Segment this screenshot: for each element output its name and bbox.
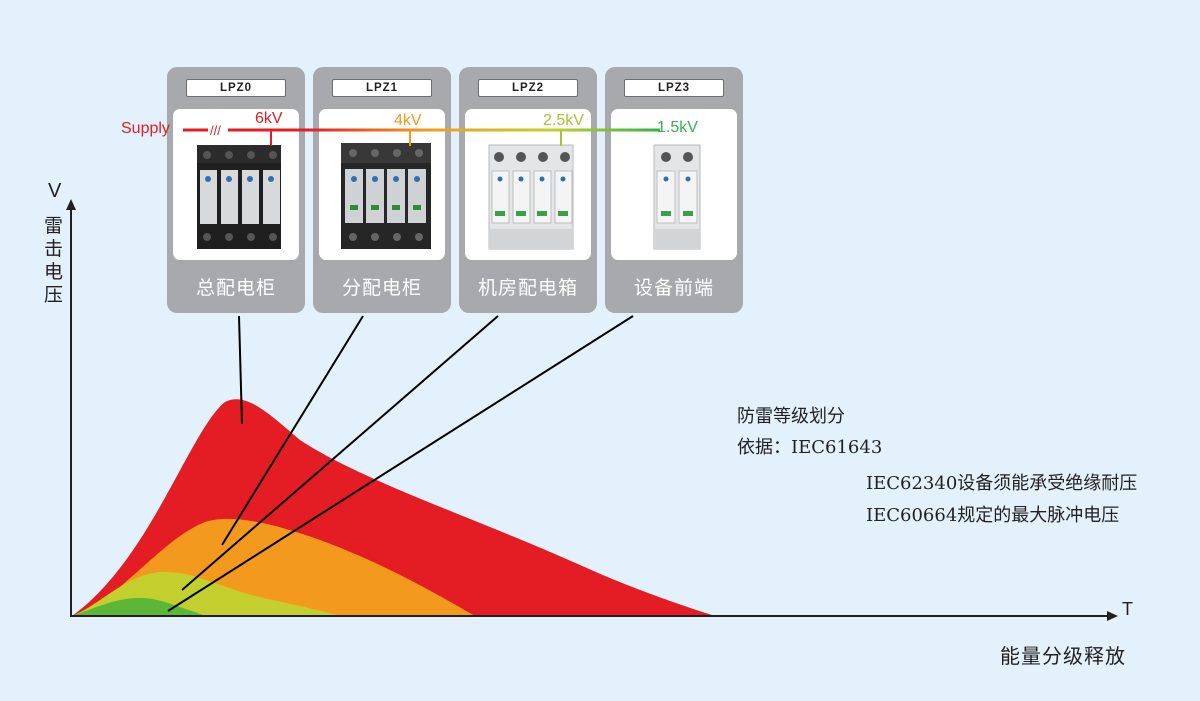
panel-lpz2: LPZ2 机房配电箱 [459,67,597,313]
panel-lpz3: LPZ3 设备前端 [605,67,743,313]
spd-4pole-grey-device [488,144,574,250]
panel-lpz0: LPZ0 总配电柜 [167,67,305,313]
zone-tag: LPZ0 [186,79,286,97]
voltage-label-lpz1: 4kV [394,112,422,129]
zone-tag: LPZ1 [332,79,432,97]
supply-line: /// [183,123,660,146]
device-window [319,109,445,260]
panel-location-label: 总配电柜 [195,277,276,299]
x-axis-arrow [1107,611,1118,621]
zone-tag: LPZ2 [478,79,578,97]
voltage-label-lpz3: 1.5kV [657,119,698,136]
notes-title: 防雷等级划分 [737,406,845,427]
notes-basis: 依据：IEC61643 [737,437,883,458]
spd-2pole-grey-device [653,144,701,250]
panel-location-label: 机房配电箱 [477,277,578,299]
voltage-label-lpz2: 2.5kV [543,112,584,129]
leader-line-lpz3 [167,315,634,612]
panel-location-label: 设备前端 [633,277,714,299]
y-axis-arrow [66,199,76,210]
y-axis-symbol: V [48,180,62,202]
x-axis-symbol: T [1122,599,1133,619]
supply-label: Supply [121,120,170,137]
x-axis-label: 能量分级释放 [1000,644,1126,668]
notes-line2: IEC62340设备须能承受绝缘耐压 [866,473,1138,494]
leader-line-lpz2 [181,315,499,591]
break-mark: /// [210,123,221,138]
panel-location-label: 分配电柜 [341,277,422,299]
zone-tag: LPZ3 [624,79,724,97]
leader-line-lpz0 [238,315,243,425]
y-axis-label: 雷击电压 [44,215,65,306]
leader-line-lpz1 [221,315,364,546]
device-window [465,109,591,260]
notes-line3: IEC60664规定的最大脉冲电压 [866,505,1120,526]
spd-4pole-dark-device [341,143,431,249]
curve-lpz3 [72,598,205,616]
voltage-label-lpz0: 6kV [255,110,283,127]
panel-lpz1: LPZ1 分配电柜 [313,67,451,313]
spd-4pole-black-device [197,145,281,249]
device-window [173,109,299,260]
device-window [611,109,737,260]
